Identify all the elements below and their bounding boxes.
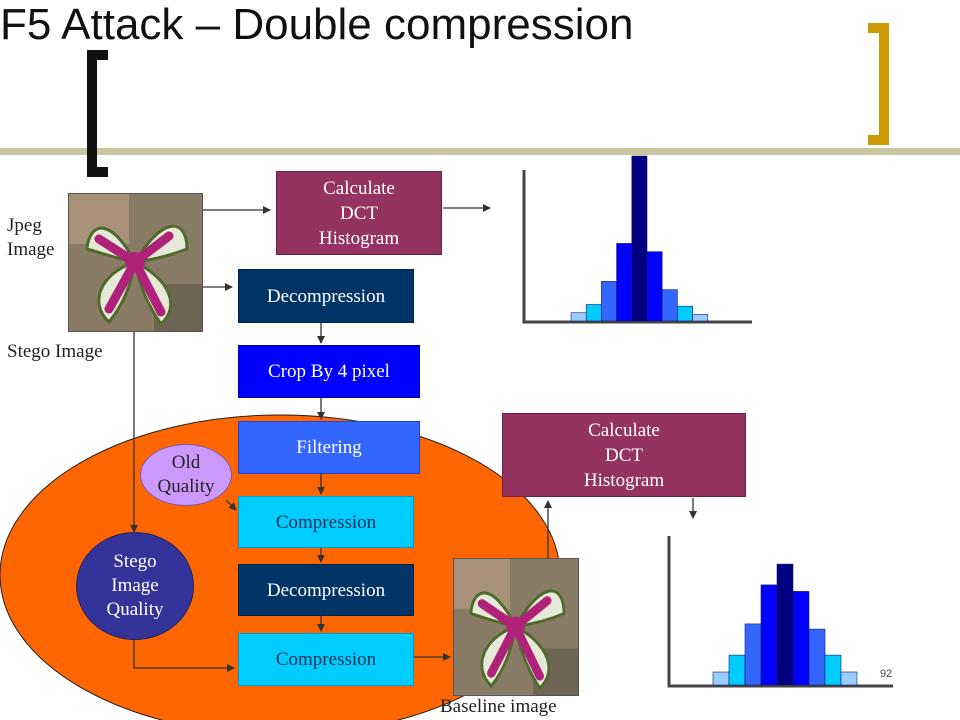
histogram-bottom-bar-6 [792, 591, 810, 686]
compression-box-2: Compression [238, 633, 414, 686]
arrow-oldquality-to-compression [225, 499, 237, 511]
histogram-top-bar-3 [601, 281, 617, 322]
left-bracket-icon [87, 50, 108, 177]
slide-title: F5 Attack – Double compression [0, 0, 634, 49]
calculate-dct-histogram-box-2: Calculate DCT Histogram [502, 413, 746, 497]
old-quality-circle: Old Quality [140, 444, 232, 506]
histogram-top-bar-9 [692, 314, 709, 322]
baseline-image-label: Baseline image [440, 696, 557, 717]
compression-box-1: Compression [238, 496, 414, 548]
histogram-top-bar-2 [585, 304, 602, 322]
histogram-bottom-bar-4 [760, 584, 778, 686]
histogram-bottom-axes [667, 536, 893, 688]
histogram-top-bar-1 [570, 312, 587, 322]
filtering-box: Filtering [238, 421, 420, 474]
calculate-dct-histogram-box: Calculate DCT Histogram [276, 171, 442, 255]
histogram-bottom-bar-7 [808, 628, 826, 686]
crop-box: Crop By 4 pixel [238, 345, 420, 398]
arrow-quality-to-compression [133, 640, 235, 672]
page-number: 92 [880, 668, 893, 680]
decompression-box-1: Decompression [238, 269, 414, 323]
histogram-bottom-bar-3 [744, 623, 762, 686]
histogram-bottom-bar-5 [776, 563, 794, 686]
histogram-bottom-bar-8 [824, 654, 842, 686]
histogram-bottom-bar-1 [712, 671, 730, 686]
histogram-top-axes [522, 170, 752, 324]
stego-image-label: Stego Image [7, 341, 103, 362]
histogram-bottom-bar-9 [840, 671, 858, 686]
jpeg-image-label: Jpeg Image [7, 215, 55, 260]
jpeg-stego-image [68, 193, 203, 332]
right-bracket-icon [868, 23, 889, 145]
histogram-top-bar-7 [661, 289, 678, 322]
histogram-top-bar-5 [631, 155, 648, 322]
title-underline-bar [0, 148, 960, 155]
histogram-bottom-bar-2 [728, 654, 746, 686]
baseline-image [453, 558, 579, 696]
decompression-box-2: Decompression [238, 564, 414, 616]
histogram-top-bar-6 [646, 251, 663, 322]
histogram-top-bar-4 [616, 243, 633, 322]
histogram-top-bar-8 [677, 305, 693, 322]
stego-image-quality-circle: Stego Image Quality [76, 532, 194, 640]
